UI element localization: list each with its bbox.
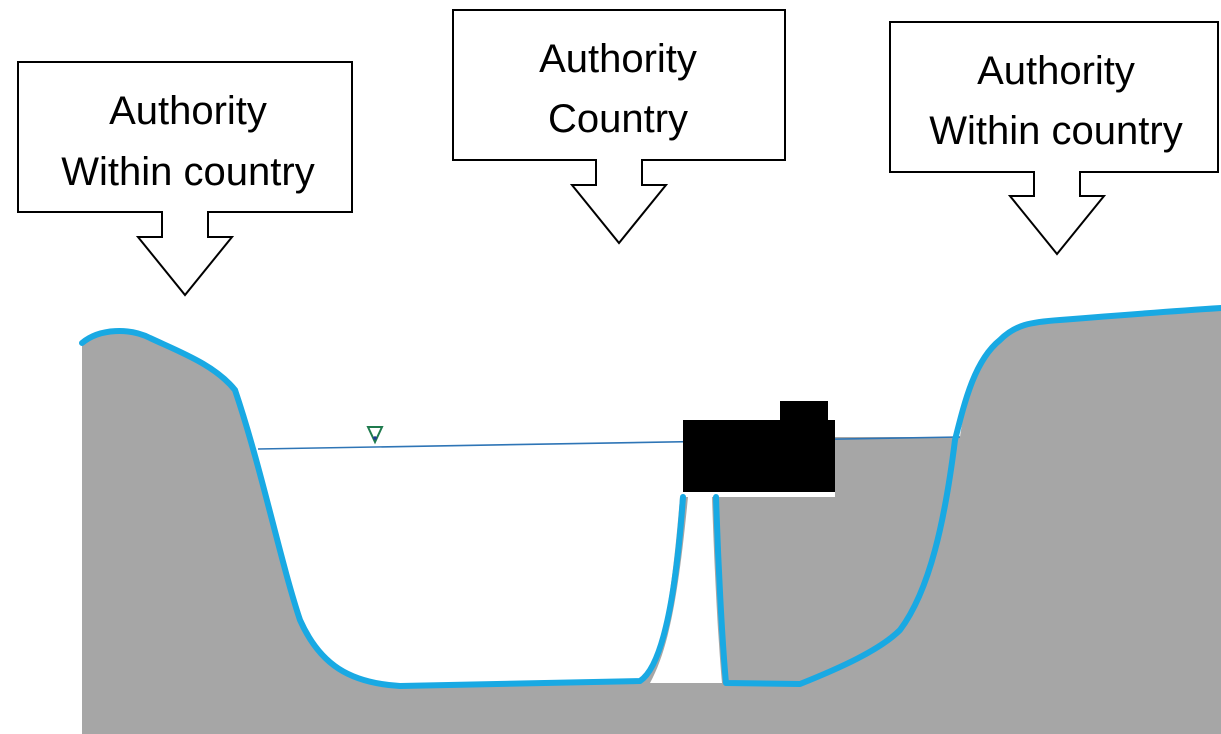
water-level-icon — [366, 426, 384, 445]
dam-tower — [780, 401, 828, 425]
dam-block-icon — [683, 401, 835, 492]
callout-right-line2: Within country — [929, 109, 1182, 153]
outlet-channel — [650, 497, 722, 683]
callout-left: Authority Within country — [17, 61, 353, 297]
water-surface-line — [257, 436, 961, 450]
terrain — [82, 308, 1221, 734]
callout-center-line1: Authority — [539, 37, 697, 81]
callout-right: Authority Within country — [889, 21, 1219, 256]
riverbank-outline-left — [79, 328, 686, 689]
callout-left-line2: Within country — [61, 150, 314, 194]
callout-right-line1: Authority — [977, 49, 1135, 93]
dam-body — [683, 420, 835, 492]
callout-left-shape — [17, 61, 353, 297]
callout-right-shape — [889, 21, 1219, 256]
callout-left-line1: Authority — [109, 89, 267, 133]
callout-center: Authority Country — [452, 9, 786, 245]
callout-center-line2: Country — [548, 97, 688, 141]
riverbank-outline-right — [713, 305, 1221, 687]
callout-center-shape — [452, 9, 786, 245]
